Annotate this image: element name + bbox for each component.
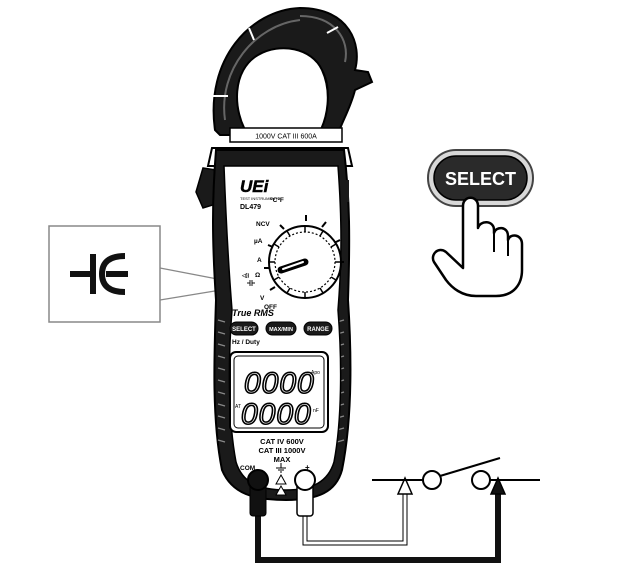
pointing-hand-icon — [431, 196, 524, 298]
switch-contact-left — [422, 470, 442, 490]
rating-line-3: MAX — [274, 455, 291, 464]
maxmin-button[interactable]: MAX/MIN — [265, 321, 297, 336]
select-prompt-label: SELECT — [445, 169, 516, 189]
capacitance-callout — [48, 225, 234, 323]
brand-logo: UEi TEST INSTRUMENTS DL479 — [240, 177, 281, 211]
model-name: DL479 — [240, 204, 261, 211]
range-button-label: RANGE — [307, 327, 329, 333]
dial-label-temp: °C°F — [270, 196, 284, 204]
rating-line-1: CAT IV 600V — [260, 437, 304, 446]
dial-label-off: OFF — [264, 304, 277, 311]
capacitor-small-icon — [247, 280, 255, 286]
dial-label-v: V — [260, 295, 265, 302]
jaw-rating-band: 1000V CAT III 600A — [229, 127, 343, 143]
select-prompt: SELECT — [427, 149, 534, 298]
jaw-rating-text: 1000V CAT III 600A — [255, 134, 317, 141]
com-label: COM — [240, 465, 255, 472]
lcd-unit: nF — [313, 408, 319, 414]
true-rms-label: True RMS — [232, 308, 274, 318]
warning-icon — [275, 473, 287, 496]
capacitor-symbol-icon — [70, 253, 128, 295]
rating-line-2: CAT III 1000V — [259, 446, 306, 455]
brand-tagline: TEST INSTRUMENTS — [240, 196, 280, 201]
switch-blade — [439, 457, 501, 477]
switch-contact-right — [471, 470, 491, 490]
dial-label-ohm-group: Ω ◁)) — [241, 272, 260, 286]
ratings-text: CAT IV 600V CAT III 1000V MAX — [259, 437, 306, 464]
dial-label-a: A — [257, 257, 262, 264]
dial-label-ohm: Ω — [255, 272, 260, 279]
clamp-jaw — [212, 6, 374, 136]
input-jacks: COM + — [240, 463, 310, 496]
diode-icon: ◁)) — [241, 273, 250, 279]
lcd-at: AT — [235, 404, 241, 410]
red-test-lead — [294, 469, 414, 546]
black-test-lead — [247, 469, 507, 563]
function-dial[interactable] — [264, 215, 344, 299]
range-button[interactable]: RANGE — [303, 321, 333, 336]
maxmin-button-label: MAX/MIN — [269, 327, 293, 333]
dial-label-ncv: NCV — [256, 221, 270, 228]
ground-icon — [276, 463, 286, 473]
dial-knurl — [269, 226, 341, 298]
lcd-display: 0000 0000 Apo AT nF — [229, 351, 329, 433]
select-button[interactable]: SELECT — [229, 321, 259, 336]
lcd-apo: Apo — [311, 370, 320, 376]
hz-duty-label: Hz / Duty — [232, 339, 260, 346]
dial-label-ua: µA — [254, 238, 263, 245]
plus-label: + — [305, 463, 310, 472]
dial-labels: °C°F NCV µA A Ω ◁)) V OFF — [241, 196, 284, 311]
circuit — [372, 457, 540, 490]
lcd-top-digits: 0000 — [244, 367, 315, 400]
lcd-main-digits: 0000 — [241, 398, 312, 431]
brand-name: UEi — [240, 177, 270, 196]
select-button-label: SELECT — [232, 327, 256, 333]
